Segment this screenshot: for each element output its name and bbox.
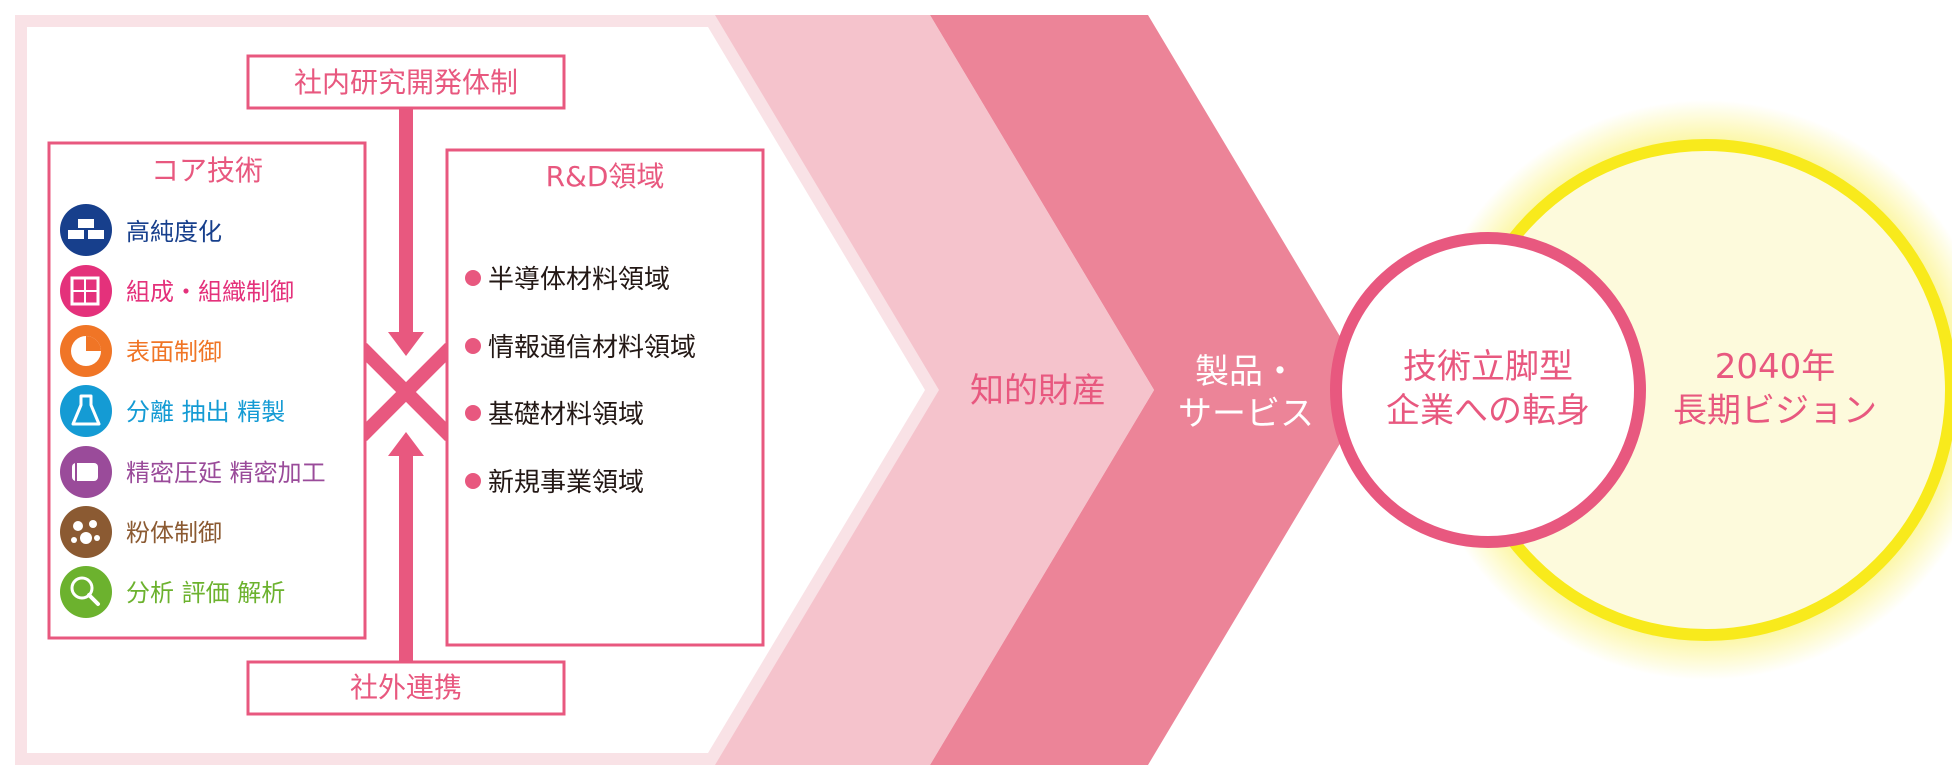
core-item-label: 精密圧延 精密加工: [126, 459, 326, 487]
rd-list-item: 半導体材料領域: [465, 265, 670, 295]
products-stage-label-2: サービス: [1178, 394, 1314, 434]
core-item: 分析 評価 解析: [60, 566, 285, 618]
core-item-label: 粉体制御: [126, 519, 222, 547]
rd-list-item: 情報通信材料領域: [465, 333, 696, 363]
rd-list-item: 基礎材料領域: [465, 400, 644, 430]
rd-item-label: 情報通信材料領域: [488, 333, 696, 363]
transform-label-1: 技術立脚型: [1403, 347, 1573, 387]
internal-rd-box: [246, 54, 566, 110]
flask-icon: [60, 385, 112, 437]
core-item: 分離 抽出 精製: [60, 385, 285, 437]
rd-item-label: 基礎材料領域: [488, 400, 644, 430]
core-item: 高純度化: [60, 204, 222, 256]
core-item-label: 組成・組織制御: [126, 278, 294, 306]
external-label: 社外連携: [350, 671, 462, 704]
bullet-icon: [465, 405, 481, 421]
core-item: 精密圧延 精密加工: [60, 446, 326, 498]
ip-stage-label: 知的財産: [970, 371, 1106, 411]
rd-area-title: R&D領域: [546, 160, 665, 193]
transform-circle: [1330, 232, 1646, 548]
core-item-label: 表面制御: [126, 338, 222, 366]
core-item-label: 分析 評価 解析: [126, 579, 285, 607]
internal-rd-label: 社内研究開発体制: [294, 66, 518, 99]
transform-label-2: 企業への転身: [1386, 391, 1590, 431]
rd-item-label: 新規事業領域: [488, 468, 644, 498]
bullet-icon: [465, 338, 481, 354]
cross-line-b: [357, 343, 455, 441]
core-item: 表面制御: [60, 325, 222, 377]
core-tech-title: コア技術: [151, 154, 263, 187]
rd-area-box: [445, 148, 765, 647]
external-box: [246, 660, 566, 716]
vision-label-1: 2040年: [1715, 347, 1836, 387]
core-item-label: 分離 抽出 精製: [126, 398, 285, 426]
vision-label-2: 長期ビジョン: [1673, 391, 1877, 431]
up-arrow-shaft: [399, 448, 413, 662]
core-item-label: 高純度化: [126, 218, 222, 246]
ingots-icon: [60, 204, 112, 256]
rd-list-item: 新規事業領域: [465, 468, 644, 498]
rd-item-label: 半導体材料領域: [488, 265, 670, 295]
down-arrow-head: [388, 332, 424, 356]
core-item: 組成・組織制御: [60, 265, 294, 317]
down-arrow-shaft: [399, 108, 413, 340]
chevron-ip: [715, 15, 1154, 765]
products-stage-label-1: 製品・: [1195, 352, 1297, 392]
chevron-products: [930, 15, 1372, 765]
bullet-icon: [465, 473, 481, 489]
bullet-icon: [465, 270, 481, 286]
up-arrow-head: [388, 432, 424, 456]
core-item: 粉体制御: [60, 506, 222, 558]
magnifier-icon: [60, 566, 112, 618]
